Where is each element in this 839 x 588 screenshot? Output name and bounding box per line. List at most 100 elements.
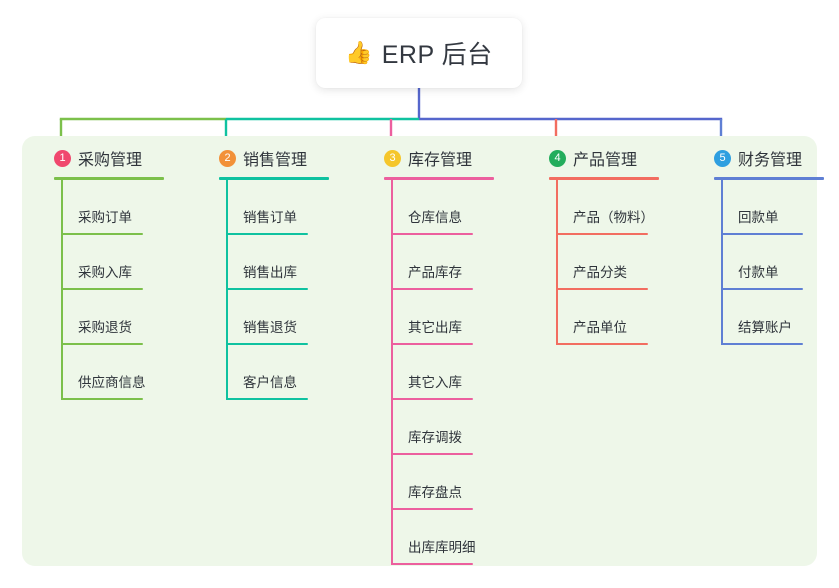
leaf-list: 回款单付款单结算账户 xyxy=(696,180,803,345)
column-header-5[interactable]: 5 财务管理 xyxy=(696,136,824,180)
leaf-label: 采购入库 xyxy=(78,265,132,280)
leaf-label: 其它出库 xyxy=(408,320,462,335)
column-2: 2 销售管理销售订单销售出库销售退货客户信息 xyxy=(201,136,329,400)
leaf-label: 产品（物料） xyxy=(573,210,654,225)
leaf-rule xyxy=(391,233,473,235)
column-1: 1 采购管理采购订单采购入库采购退货供应商信息 xyxy=(36,136,164,400)
branch-spine xyxy=(721,180,723,345)
leaf-label: 采购退货 xyxy=(78,320,132,335)
leaf-rule xyxy=(391,398,473,400)
leaf-list: 销售订单销售出库销售退货客户信息 xyxy=(201,180,308,400)
leaf-rule xyxy=(61,343,143,345)
leaf-list: 仓库信息产品库存其它出库其它入库库存调拨库存盘点出库库明细 xyxy=(366,180,476,565)
leaf-node[interactable]: 销售订单 xyxy=(201,180,308,235)
leaf-label: 库存调拨 xyxy=(408,430,462,445)
leaf-rule xyxy=(556,343,648,345)
branch-spine xyxy=(391,180,393,565)
leaf-label: 供应商信息 xyxy=(78,375,146,390)
leaf-node[interactable]: 产品单位 xyxy=(531,290,648,345)
leaf-label: 付款单 xyxy=(738,265,779,280)
leaf-node[interactable]: 供应商信息 xyxy=(36,345,146,400)
column-5: 5 财务管理回款单付款单结算账户 xyxy=(696,136,824,345)
root-title: ERP 后台 xyxy=(381,41,493,69)
column-title: 库存管理 xyxy=(408,152,473,169)
leaf-node[interactable]: 结算账户 xyxy=(696,290,803,345)
leaf-node[interactable]: 产品（物料） xyxy=(531,180,654,235)
branches-panel xyxy=(22,136,817,566)
column-header-2[interactable]: 2 销售管理 xyxy=(201,136,329,180)
leaf-node[interactable]: 库存盘点 xyxy=(366,455,473,510)
root-node[interactable]: 👍 ERP 后台 xyxy=(316,18,522,88)
leaf-rule xyxy=(61,288,143,290)
column-header-rule xyxy=(714,177,824,180)
thumbs-up-icon: 👍 xyxy=(345,40,373,65)
column-header-rule xyxy=(219,177,329,180)
leaf-node[interactable]: 产品库存 xyxy=(366,235,473,290)
leaf-node[interactable]: 仓库信息 xyxy=(366,180,473,235)
leaf-rule xyxy=(391,288,473,290)
leaf-node[interactable]: 付款单 xyxy=(696,235,803,290)
leaf-node[interactable]: 出库库明细 xyxy=(366,510,476,565)
leaf-node[interactable]: 其它出库 xyxy=(366,290,473,345)
leaf-rule xyxy=(391,453,473,455)
column-title: 财务管理 xyxy=(738,152,803,169)
leaf-node[interactable]: 其它入库 xyxy=(366,345,473,400)
column-badge-icon: 1 xyxy=(54,149,71,167)
branch-spine xyxy=(61,180,63,400)
column-header-rule xyxy=(384,177,494,180)
branch-spine xyxy=(226,180,228,400)
leaf-rule xyxy=(226,288,308,290)
leaf-label: 产品分类 xyxy=(573,265,627,280)
column-title: 销售管理 xyxy=(243,152,308,169)
leaf-label: 产品单位 xyxy=(573,320,627,335)
branch-spine xyxy=(556,180,558,345)
leaf-node[interactable]: 销售出库 xyxy=(201,235,308,290)
leaf-rule xyxy=(721,288,803,290)
leaf-node[interactable]: 客户信息 xyxy=(201,345,308,400)
column-header-1[interactable]: 1 采购管理 xyxy=(36,136,164,180)
leaf-label: 结算账户 xyxy=(738,320,792,335)
column-header-3[interactable]: 3 库存管理 xyxy=(366,136,494,180)
leaf-rule xyxy=(556,233,648,235)
leaf-node[interactable]: 采购入库 xyxy=(36,235,143,290)
leaf-list: 产品（物料） 产品分类产品单位 xyxy=(531,180,654,345)
leaf-rule xyxy=(61,398,143,400)
leaf-label: 客户信息 xyxy=(243,375,297,390)
column-badge-icon: 3 xyxy=(384,149,401,167)
leaf-label: 采购订单 xyxy=(78,210,132,225)
leaf-label: 销售订单 xyxy=(243,210,297,225)
leaf-label: 其它入库 xyxy=(408,375,462,390)
leaf-rule xyxy=(391,343,473,345)
leaf-rule xyxy=(391,508,473,510)
leaf-label: 库存盘点 xyxy=(408,485,462,500)
leaf-node[interactable]: 采购订单 xyxy=(36,180,143,235)
leaf-rule xyxy=(391,563,473,565)
leaf-rule xyxy=(226,398,308,400)
leaf-label: 销售退货 xyxy=(243,320,297,335)
column-title: 采购管理 xyxy=(78,152,143,169)
leaf-node[interactable]: 产品分类 xyxy=(531,235,648,290)
leaf-label: 出库库明细 xyxy=(408,540,476,555)
leaf-label: 仓库信息 xyxy=(408,210,462,225)
column-badge-icon: 2 xyxy=(219,149,236,167)
column-header-rule xyxy=(54,177,164,180)
leaf-label: 回款单 xyxy=(738,210,779,225)
leaf-rule xyxy=(556,288,648,290)
column-badge-icon: 5 xyxy=(714,149,731,167)
leaf-rule xyxy=(226,233,308,235)
leaf-rule xyxy=(721,233,803,235)
leaf-node[interactable]: 销售退货 xyxy=(201,290,308,345)
leaf-rule xyxy=(61,233,143,235)
column-title: 产品管理 xyxy=(573,152,638,169)
leaf-node[interactable]: 回款单 xyxy=(696,180,803,235)
column-header-rule xyxy=(549,177,659,180)
leaf-node[interactable]: 库存调拨 xyxy=(366,400,473,455)
leaf-rule xyxy=(721,343,803,345)
leaf-label: 产品库存 xyxy=(408,265,462,280)
column-3: 3 库存管理仓库信息产品库存其它出库其它入库库存调拨库存盘点出库库明细 xyxy=(366,136,494,565)
leaf-label: 销售出库 xyxy=(243,265,297,280)
leaf-node[interactable]: 采购退货 xyxy=(36,290,143,345)
